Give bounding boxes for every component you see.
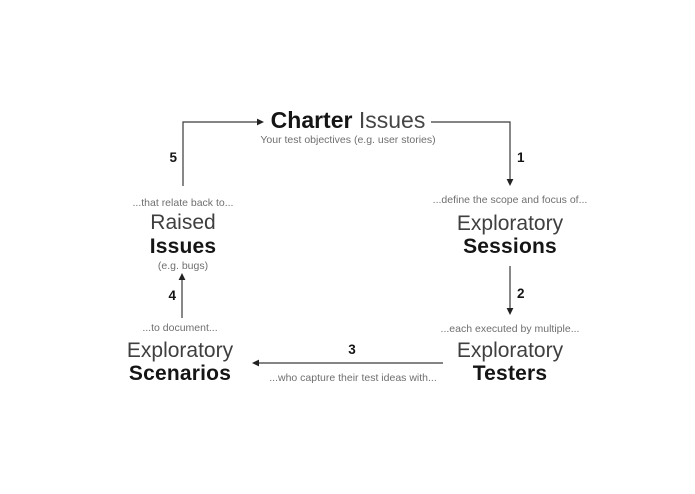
step-4-label: 4 xyxy=(168,288,176,303)
arrow-step-4 xyxy=(178,273,186,318)
node-exploratory-testers: ...each executed by multiple... Explorat… xyxy=(441,323,580,386)
testers-line1: Exploratory xyxy=(456,339,564,362)
raised-issues-caption: ...that relate back to... xyxy=(132,197,234,209)
step-1-label: 1 xyxy=(517,150,525,165)
step-5-label: 5 xyxy=(169,150,177,165)
step-3-caption: ...who capture their test ideas with... xyxy=(269,372,437,384)
raised-issues-note: (e.g. bugs) xyxy=(157,260,209,272)
node-exploratory-sessions: ...define the scope and focus of... Expl… xyxy=(433,194,588,259)
sessions-caption: ...define the scope and focus of... xyxy=(432,194,588,206)
step-3-label: 3 xyxy=(348,342,356,357)
arrow-step-2 xyxy=(506,266,514,315)
arrow-step-1 xyxy=(431,121,514,186)
raised-issues-line1: Raised xyxy=(150,211,216,234)
charter-title-regular: Issues xyxy=(358,107,426,133)
sessions-line2: Sessions xyxy=(463,235,557,258)
node-charter-issues: Charter Issues Your test objectives (e.g… xyxy=(260,107,435,146)
testers-line2: Testers xyxy=(472,362,548,385)
raised-issues-line2: Issues xyxy=(149,235,217,258)
node-exploratory-scenarios: ...to document... Exploratory Scenarios xyxy=(127,322,233,386)
step-2-label: 2 xyxy=(517,286,525,301)
scenarios-caption: ...to document... xyxy=(142,322,218,334)
testers-caption: ...each executed by multiple... xyxy=(440,323,580,335)
node-raised-issues: ...that relate back to... Raised Issues … xyxy=(133,197,234,272)
charter-title-bold: Charter xyxy=(270,107,353,133)
arrow-step-5 xyxy=(182,118,264,186)
sessions-line1: Exploratory xyxy=(456,212,564,235)
arrow-step-3 xyxy=(252,359,443,367)
scenarios-line1: Exploratory xyxy=(126,339,234,362)
scenarios-line2: Scenarios xyxy=(128,362,232,385)
charter-subtitle: Your test objectives (e.g. user stories) xyxy=(260,134,436,146)
charter-issues-title: Charter Issues xyxy=(271,107,426,133)
